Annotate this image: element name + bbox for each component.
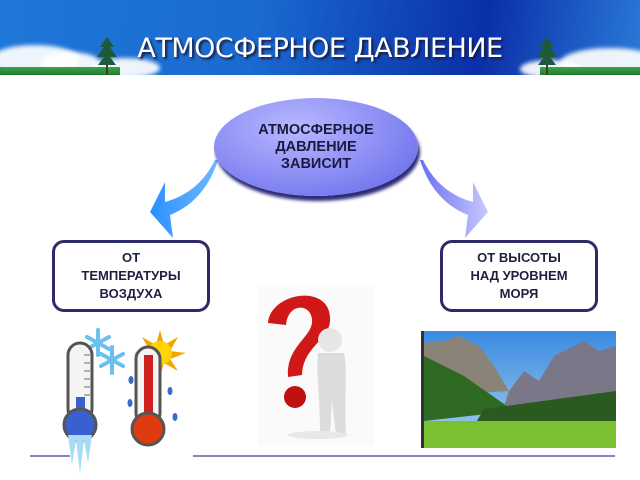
temperature-factor-box: ОТ ТЕМПЕРАТУРЫ ВОЗДУХА: [52, 240, 210, 312]
question-mark-figure-image: [258, 285, 374, 445]
center-concept-node: АТМОСФЕРНОЕ ДАВЛЕНИЕ ЗАВИСИТ: [214, 98, 418, 196]
divider-line: [193, 455, 615, 457]
left-line-3: ВОЗДУХА: [99, 286, 163, 301]
right-line-3: МОРЯ: [499, 286, 539, 301]
left-line-1: ОТ: [121, 250, 141, 265]
left-line-2: ТЕМПЕРАТУРЫ: [81, 268, 181, 283]
tree-icon: [537, 37, 557, 75]
thermometers-image: [62, 328, 186, 473]
center-line-2: ДАВЛЕНИЕ: [275, 138, 357, 155]
left-arrow-icon: [150, 160, 218, 238]
altitude-factor-box: ОТ ВЫСОТЫ НАД УРОВНЕМ МОРЯ: [440, 240, 598, 312]
grass: [0, 67, 120, 75]
grass: [540, 67, 640, 75]
right-line-2: НАД УРОВНЕМ: [470, 268, 568, 283]
right-arrow-icon: [420, 160, 488, 238]
title-banner: АТМОСФЕРНОЕ ДАВЛЕНИЕ: [0, 0, 640, 75]
mountain-landscape-image: [421, 331, 616, 448]
center-line-1: АТМОСФЕРНОЕ: [258, 121, 374, 138]
snowflake-icon: [85, 328, 125, 375]
tree-icon: [97, 37, 117, 75]
right-line-1: ОТ ВЫСОТЫ: [477, 250, 561, 265]
divider-line: [30, 455, 70, 457]
page-title: АТМОСФЕРНОЕ ДАВЛЕНИЕ: [137, 33, 503, 64]
center-line-3: ЗАВИСИТ: [280, 155, 352, 172]
